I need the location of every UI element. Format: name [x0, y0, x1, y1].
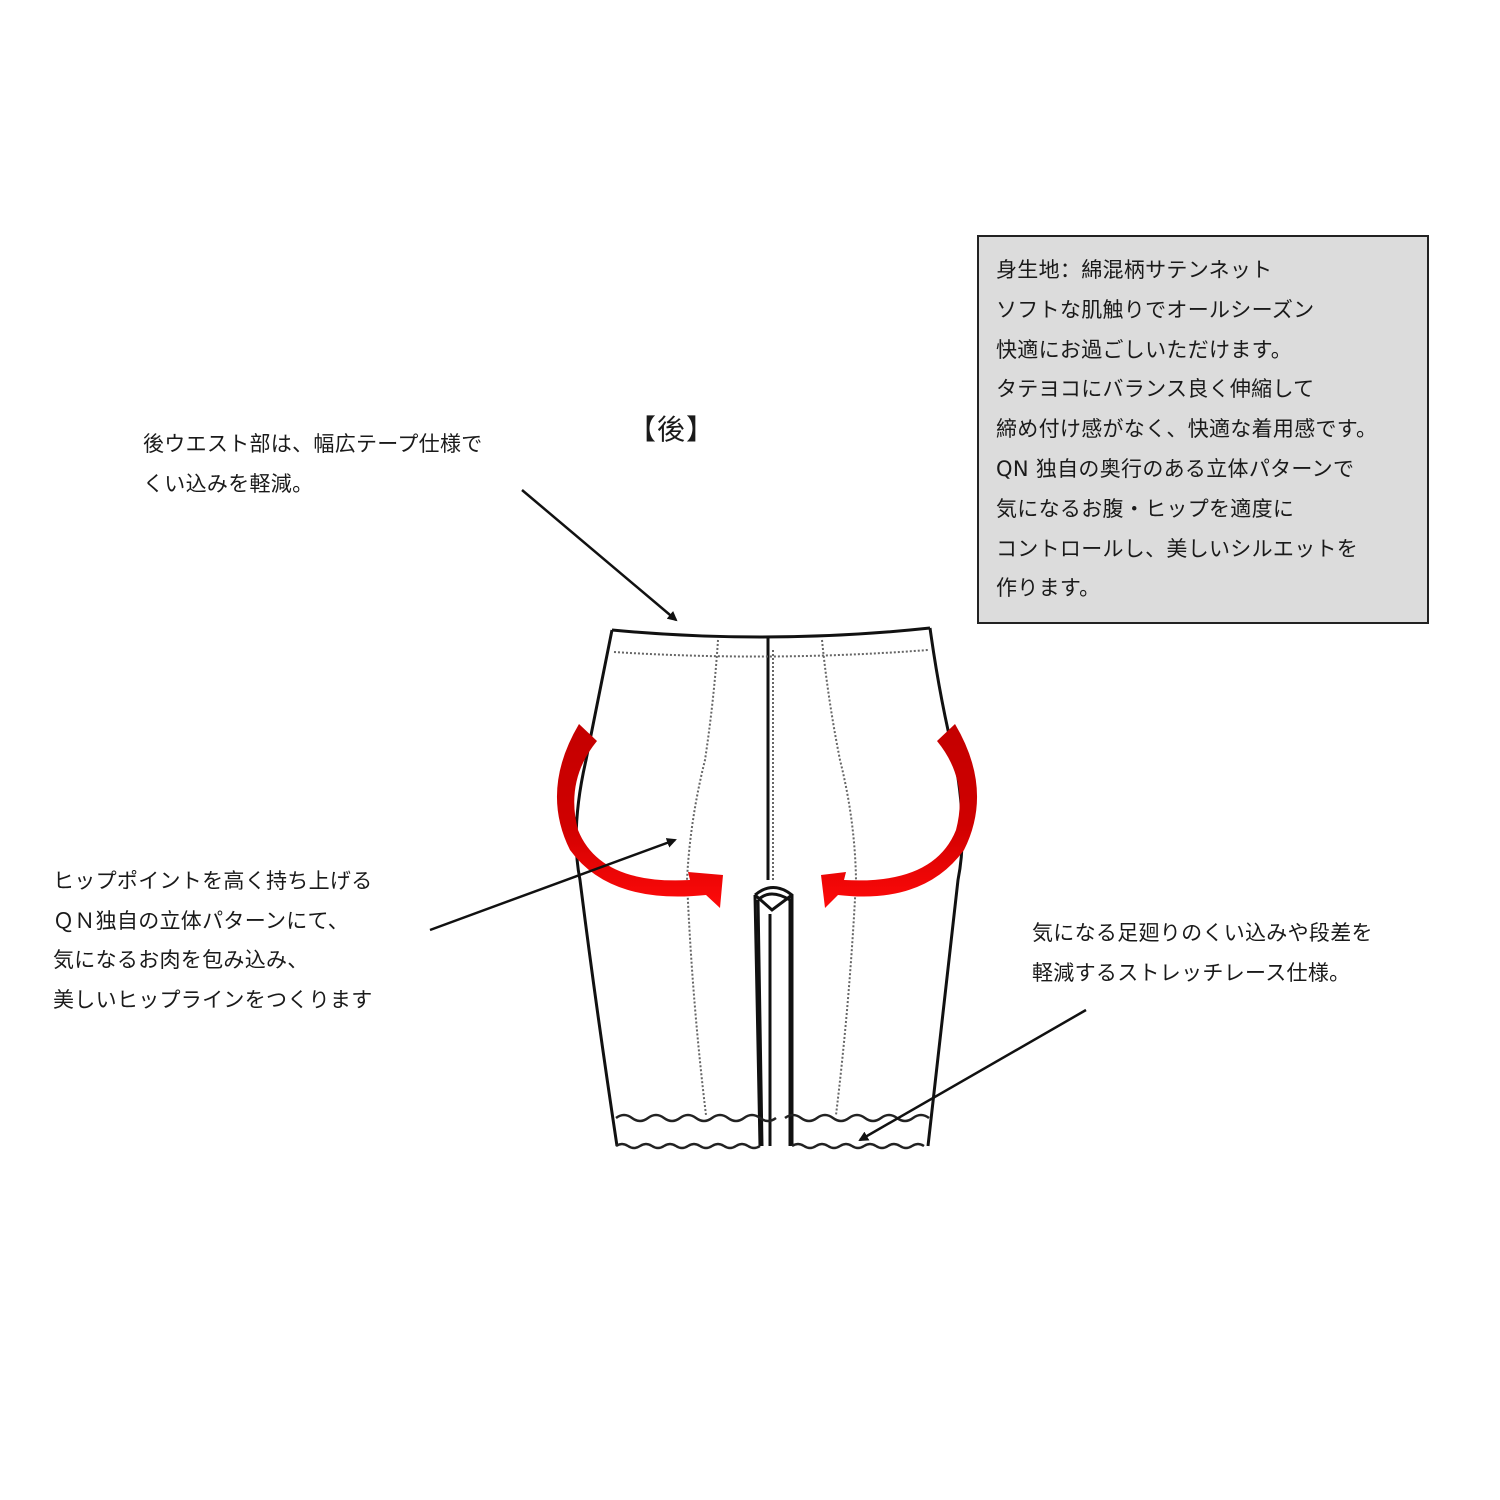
hem-callout-line: 気になる足廻りのくい込みや段差を: [1032, 921, 1373, 945]
info-line: コントロールし、美しいシルエットを: [996, 536, 1359, 561]
left-lift-arrow-icon: [556, 724, 723, 908]
hip-callout-line: 気になるお肉を包み込み、: [53, 948, 309, 972]
hip-callout-line: ヒップポイントを高く持ち上げる: [53, 869, 373, 893]
info-line: 作ります。: [996, 576, 1101, 601]
hip-callout: ヒップポイントを高く持ち上げる ＱＮ独自の立体パターンにて、 気になるお肉を包み…: [53, 862, 373, 1020]
info-line: QN 独自の奥行のある立体パターンで: [996, 456, 1355, 481]
hem-callout: 気になる足廻りのくい込みや段差を 軽減するストレッチレース仕様。: [1032, 914, 1373, 993]
hem-callout-line: 軽減するストレッチレース仕様。: [1032, 960, 1351, 985]
view-title: 【後】: [628, 413, 716, 446]
stitch-lines: [613, 639, 929, 1116]
hem-pointer-arrow-icon: [858, 1008, 1087, 1142]
info-line: 快適にお過ごしいただけます。: [996, 337, 1293, 362]
fabric-info-box: 身生地：綿混柄サテンネット ソフトな肌触りでオールシーズン 快適にお過ごしいただ…: [977, 235, 1429, 624]
waist-pointer-arrow-icon: [521, 489, 678, 622]
hip-callout-line: ＱＮ独自の立体パターンにて、: [53, 908, 350, 933]
waist-callout-line: 後ウエスト部は、幅広テープ仕様で: [143, 432, 483, 456]
hip-callout-line: 美しいヒップラインをつくります: [53, 987, 373, 1012]
waist-callout: 後ウエスト部は、幅広テープ仕様で くい込みを軽減。: [143, 425, 483, 504]
hip-pointer-arrow-icon: [429, 838, 677, 932]
info-line: 気になるお腹・ヒップを適度に: [996, 496, 1295, 521]
info-line: タテヨコにバランス良く伸縮して: [996, 377, 1315, 402]
info-line: 締め付け感がなく、快適な着用感です。: [996, 417, 1378, 442]
info-line: 身生地：綿混柄サテンネット: [996, 258, 1273, 282]
waist-callout-line: くい込みを軽減。: [143, 471, 314, 496]
right-lift-arrow-icon: [821, 724, 978, 908]
lace-hem: [615, 1113, 930, 1150]
info-line: ソフトな肌触りでオールシーズン: [996, 297, 1315, 322]
